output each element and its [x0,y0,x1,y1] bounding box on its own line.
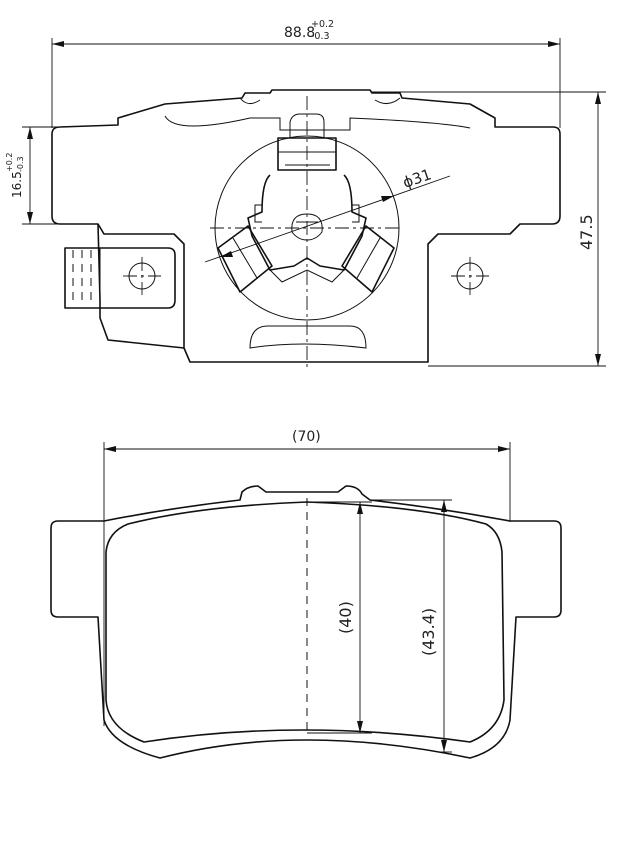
width-arrow-left [52,41,64,47]
shim-right-lobe-line [356,237,381,279]
ih-arrow-top [357,502,363,514]
upper-notch-left [239,97,261,104]
upper-bracket [277,137,337,171]
shim-tab-right [352,204,360,223]
ear-arrow-bottom [27,212,33,224]
diameter-leader [204,175,451,263]
top-boss [289,113,325,138]
shim-bottom-lobe [269,269,345,283]
backing-plate-outline [51,89,561,363]
height-dim-label: 47.5 [577,214,596,250]
outer-height-label: (43.4) [419,608,438,656]
ear-dim-label: 16.5 [10,171,24,198]
shim-center [247,174,367,271]
bottom-view: (70) (40) (43.4) [50,429,562,759]
shim-left-lobe [217,225,273,293]
left-ear [97,223,185,349]
width-dim-upper-tol: +0.2 [311,19,334,30]
ear-arrow-top [27,127,33,139]
clip-body [64,247,176,309]
bottom-slot [249,325,367,349]
ear-dim-lower-tol: -0.3 [16,156,25,172]
upper-notch-right [374,97,401,104]
shim-right-lobe [341,225,395,293]
width-arrow-right [548,41,560,47]
bw-arrow-left [104,446,116,452]
height-arrow-top [595,92,601,104]
center-hole [291,213,323,241]
bw-arrow-right [498,446,510,452]
diameter-arrow-right [381,196,394,202]
oh-arrow-bottom [441,740,447,752]
diameter-dim-label: ϕ31 [400,165,433,191]
upper-relief [164,115,471,131]
width-dim-lower-tol: -0.3 [311,31,330,42]
width-dim-label: 88.8 [284,25,315,41]
shim-left-lobe-line [232,237,258,279]
bottom-width-label: (70) [292,429,321,445]
ear-dim-upper-tol: +0.2 [5,153,14,172]
oh-arrow-top [441,500,447,512]
diameter-arrow-left [220,251,233,257]
ih-arrow-bottom [357,721,363,733]
height-arrow-bottom [595,354,601,366]
pad-outer-outline [50,485,562,759]
shim-tab-left [254,204,262,223]
top-view: 88.8 +0.2 -0.3 47.5 16.5 +0.2 -0.3 ϕ31 [5,19,606,368]
inner-height-label: (40) [336,601,355,634]
